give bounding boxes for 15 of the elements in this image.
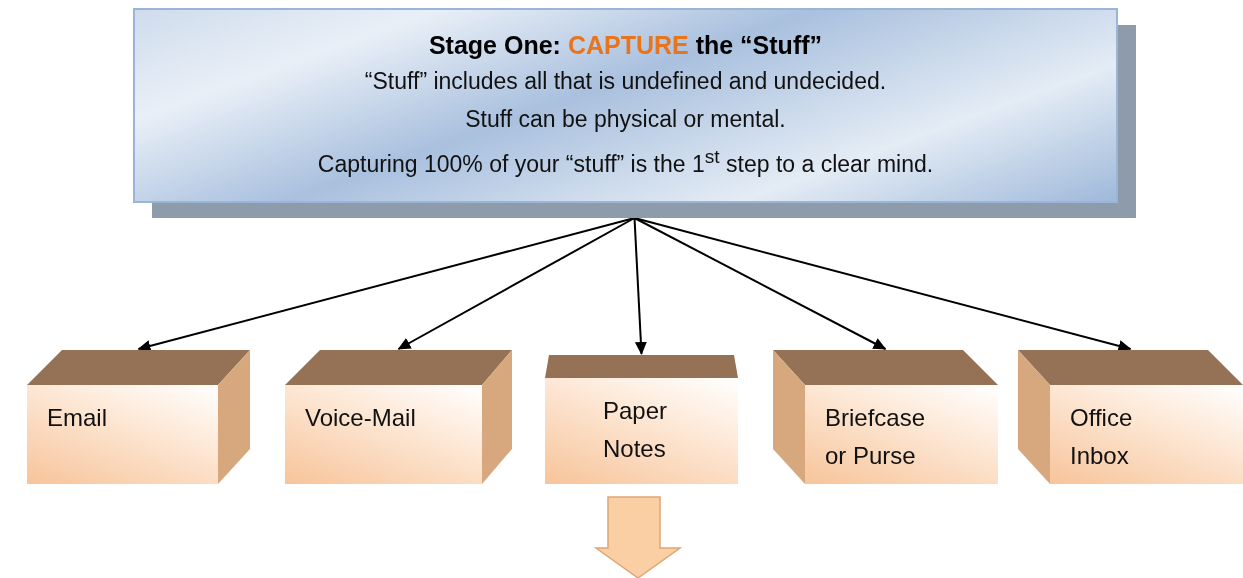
box-label: Briefcase or Purse (825, 404, 926, 469)
box-label: Email (47, 404, 107, 431)
arrow (397, 217, 636, 350)
arrow (633, 217, 887, 350)
box-label: Voice-Mail (305, 404, 416, 431)
box-label: Paper Notes (603, 397, 668, 462)
arrow (633, 217, 1132, 352)
box-label: Office Inbox (1070, 404, 1133, 469)
heading-text: Stage One: (428, 31, 561, 59)
heading-text: the “Stuff” (695, 31, 823, 59)
description-text: Capturing 100% of your “stuff” is the 1$^{st}$ step to a clear mind. (317, 150, 934, 177)
stage-keyword: CAPTURE (567, 31, 689, 59)
arrow (633, 217, 647, 355)
description-text: “Stuff” includes all that is undefined and undecided. (364, 68, 887, 94)
description-text: Stuff can be physical or mental. (465, 106, 786, 132)
